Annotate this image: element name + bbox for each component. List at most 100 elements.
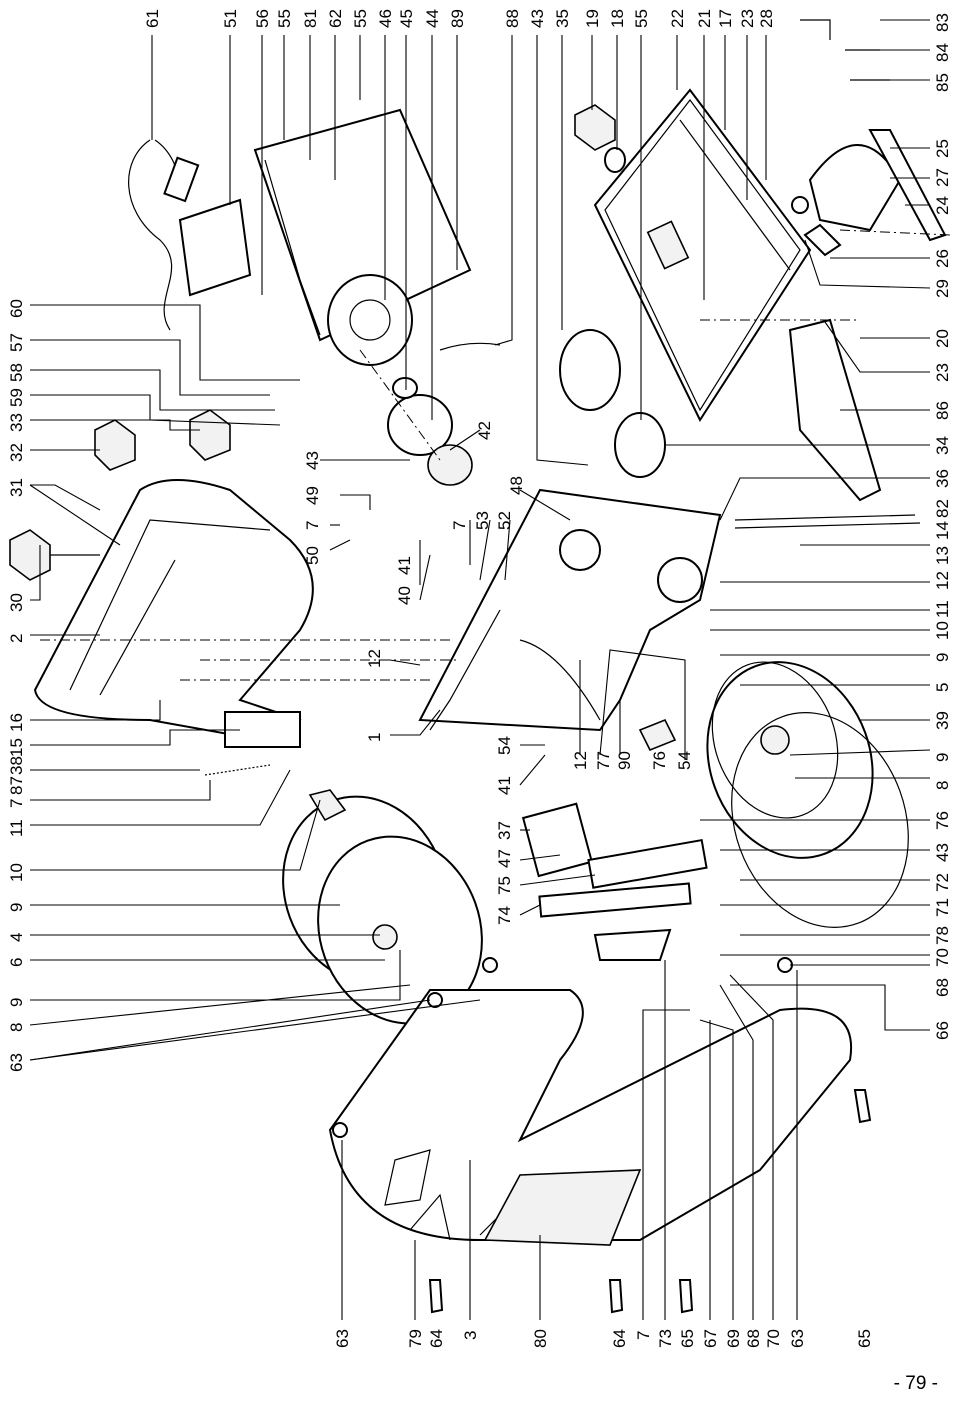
label: 54 <box>675 751 694 770</box>
label: 60 <box>7 299 26 318</box>
label: 6 <box>7 958 26 967</box>
label: 55 <box>275 9 294 28</box>
label: 59 <box>7 388 26 407</box>
label: 63 <box>788 1329 807 1348</box>
label: 30 <box>7 593 26 612</box>
label: 39 <box>933 711 952 730</box>
label: 51 <box>221 9 240 28</box>
label: 75 <box>495 876 514 895</box>
label: 23 <box>933 363 952 382</box>
label: 85 <box>933 73 952 92</box>
label: 31 <box>7 478 26 497</box>
label: 33 <box>7 413 26 432</box>
label: 26 <box>933 249 952 268</box>
label: 81 <box>301 9 320 28</box>
labels-mid-upper: 43 49 7 50 40 41 12 1 <box>303 451 414 742</box>
label: 87 <box>7 776 26 795</box>
label: 27 <box>933 168 952 187</box>
label: 12 <box>933 571 952 590</box>
label: 76 <box>933 811 952 830</box>
label: 19 <box>583 9 602 28</box>
labels-top-column: 61 51 56 55 81 62 55 46 45 44 89 88 43 3… <box>143 9 776 28</box>
label: 37 <box>495 821 514 840</box>
label: 66 <box>933 1021 952 1040</box>
label: 52 <box>495 511 514 530</box>
label: 79 <box>406 1329 425 1348</box>
label: 12 <box>365 649 384 668</box>
label: 73 <box>656 1329 675 1348</box>
label: 12 <box>571 751 590 770</box>
label: 76 <box>650 751 669 770</box>
label: 49 <box>303 486 322 505</box>
label: 70 <box>764 1329 783 1348</box>
label: 78 <box>933 926 952 945</box>
label: 1 <box>365 733 384 742</box>
label: 80 <box>531 1329 550 1348</box>
label: 41 <box>395 556 414 575</box>
label: 10 <box>933 621 952 640</box>
label: 36 <box>933 469 952 488</box>
label: 7 <box>450 521 469 530</box>
label: 63 <box>333 1329 352 1348</box>
label: 32 <box>7 443 26 462</box>
label: 74 <box>495 906 514 925</box>
label: 23 <box>738 9 757 28</box>
label: 54 <box>495 736 514 755</box>
label: 90 <box>615 751 634 770</box>
label: 11 <box>7 819 26 837</box>
label: 56 <box>253 9 272 28</box>
label: 25 <box>933 139 952 158</box>
label: 68 <box>744 1329 763 1348</box>
labels-far-right-top: 83 84 85 <box>933 13 952 92</box>
label: 9 <box>933 753 952 762</box>
label: 69 <box>724 1329 743 1348</box>
label: 11 <box>933 600 952 618</box>
label: 88 <box>503 9 522 28</box>
label: 15 <box>7 738 26 757</box>
label: 17 <box>716 9 735 28</box>
label: 46 <box>376 9 395 28</box>
label: 77 <box>594 751 613 770</box>
label: 8 <box>933 781 952 790</box>
label: 64 <box>427 1329 446 1348</box>
label: 9 <box>933 653 952 662</box>
label: 35 <box>553 9 572 28</box>
label: 61 <box>143 9 162 28</box>
label: 29 <box>933 279 952 298</box>
label: 43 <box>528 9 547 28</box>
label: 16 <box>7 713 26 732</box>
labels-left-column: 60 57 58 59 33 32 31 30 2 16 15 38 87 7 … <box>7 299 26 1072</box>
label: 64 <box>610 1329 629 1348</box>
label: 57 <box>7 333 26 352</box>
label: 8 <box>7 1023 26 1032</box>
label: 89 <box>448 9 467 28</box>
page-number: - 79 - <box>893 1373 938 1394</box>
label: 3 <box>461 1331 480 1340</box>
label: 72 <box>933 873 952 892</box>
label: 45 <box>397 9 416 28</box>
label: 18 <box>608 9 627 28</box>
labels-bottom-row: 63 79 64 3 80 64 7 73 65 67 69 68 70 63 … <box>333 1329 874 1348</box>
labels-mid-lower: 42 48 7 53 52 54 41 12 77 90 76 54 37 47… <box>450 421 694 925</box>
label: 7 <box>634 1331 653 1340</box>
label: 22 <box>668 9 687 28</box>
label: 44 <box>423 9 442 28</box>
label: 41 <box>495 776 514 795</box>
label: 62 <box>326 9 345 28</box>
labels-right-side: 25 27 24 26 29 20 23 86 34 36 82 14 13 1… <box>933 139 952 1040</box>
label: 68 <box>933 978 952 997</box>
part-drawings <box>9 19 951 1314</box>
label: 65 <box>678 1329 697 1348</box>
label: 10 <box>7 863 26 882</box>
label: 84 <box>933 43 952 62</box>
label: 5 <box>933 683 952 692</box>
label: 9 <box>7 998 26 1007</box>
label: 28 <box>757 9 776 28</box>
label: 55 <box>632 9 651 28</box>
label: 43 <box>933 843 952 862</box>
label: 40 <box>395 586 414 605</box>
label: 43 <box>303 451 322 470</box>
label: 21 <box>695 9 714 28</box>
label: 20 <box>933 329 952 348</box>
